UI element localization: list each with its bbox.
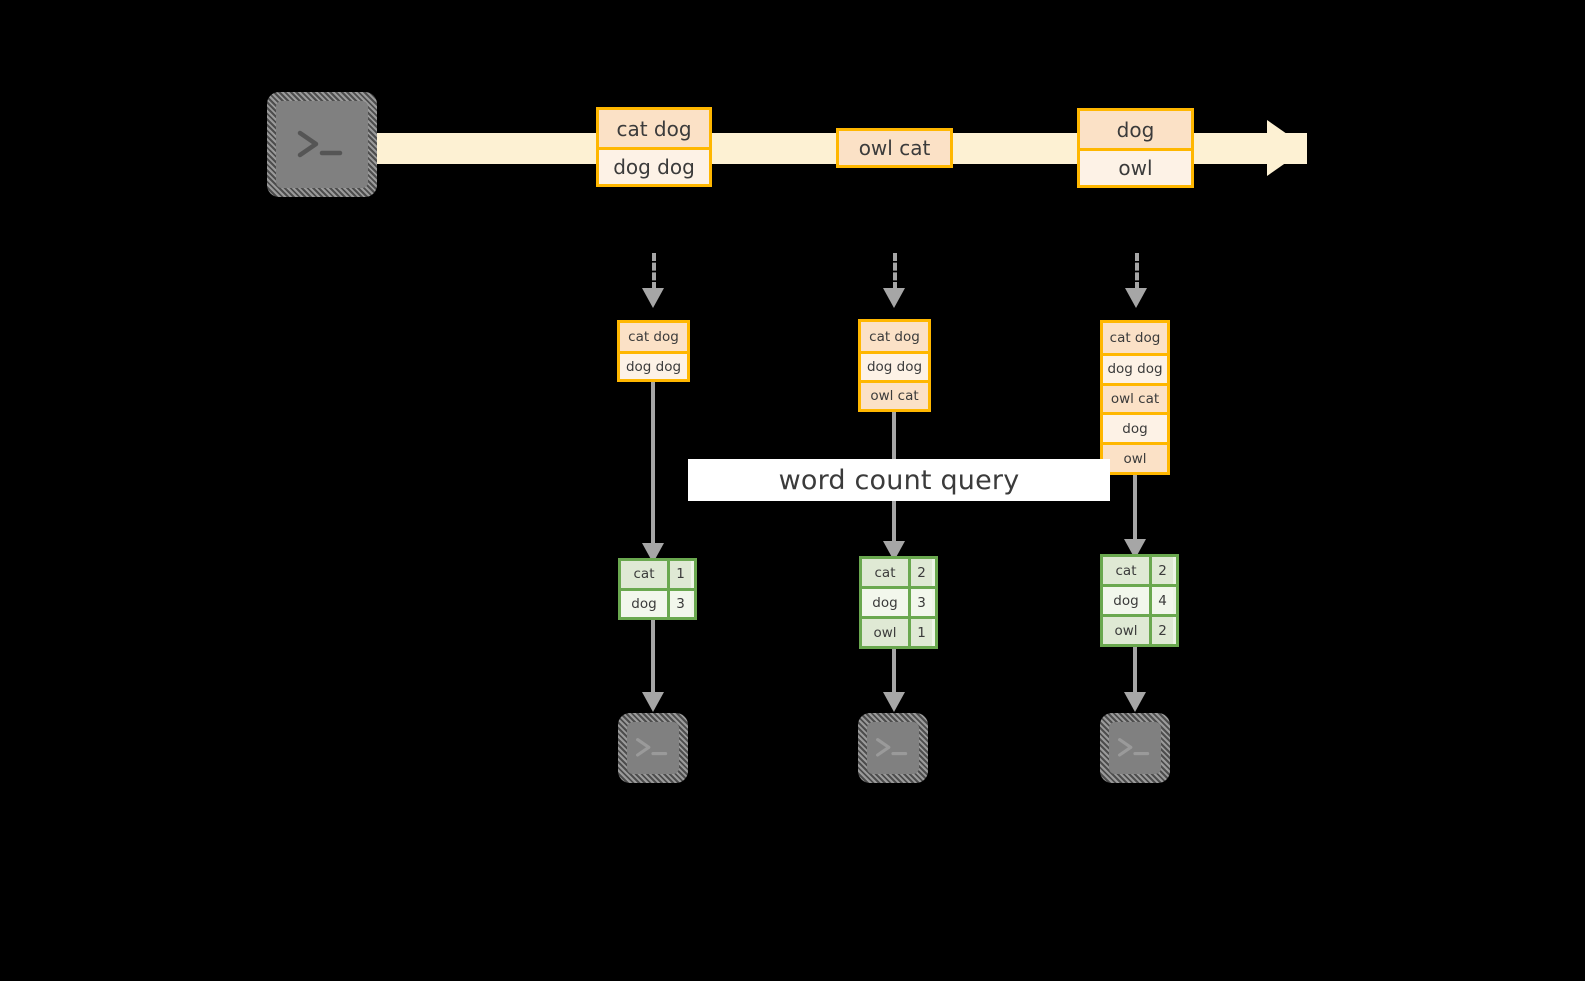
table-row: cat 2: [1103, 557, 1176, 584]
snapshot-record: owl cat: [1103, 382, 1167, 413]
snapshot-3-records[interactable]: cat dog dog dog owl cat dog owl: [1100, 320, 1170, 475]
consumer-terminal-3[interactable]: [1100, 713, 1170, 783]
snapshot-2-output-connector: [892, 649, 896, 695]
terminal-prompt-icon: [636, 738, 668, 757]
snapshot-1-query-connector: [651, 382, 655, 550]
consumer-terminal-2[interactable]: [858, 713, 928, 783]
terminal-prompt-icon: [876, 738, 908, 757]
table-cell-count: 4: [1149, 587, 1173, 614]
snapshot-1-output-arrowhead: [642, 692, 664, 712]
snapshot-3-output-connector: [1133, 647, 1137, 695]
table-row: dog 3: [862, 586, 935, 616]
query-label: word count query: [688, 459, 1110, 501]
table-cell-word: dog: [1103, 587, 1149, 614]
snapshot-1-output-connector: [651, 620, 655, 695]
producer-terminal[interactable]: [267, 92, 377, 197]
consumer-terminal-2-screen: [867, 722, 919, 774]
snapshot-record: cat dog: [620, 323, 687, 351]
stream-record-3[interactable]: dog owl: [1077, 108, 1194, 188]
table-cell-count: 2: [1149, 617, 1173, 644]
snapshot-1-result-table[interactable]: cat 1 dog 3: [618, 558, 697, 620]
snapshot-1-records[interactable]: cat dog dog dog: [617, 320, 690, 382]
record-line: dog: [1080, 111, 1191, 148]
snapshot-3-dashed-connector: [1135, 253, 1139, 290]
table-cell-count: 3: [667, 590, 691, 617]
snapshot-record: dog dog: [620, 351, 687, 379]
consumer-terminal-1[interactable]: [618, 713, 688, 783]
snapshot-2-dashed-connector: [893, 253, 897, 290]
table-cell-count: 3: [908, 589, 932, 616]
stream-arrow-head: [1267, 120, 1307, 176]
producer-terminal-screen: [276, 101, 368, 188]
record-line: owl: [1080, 148, 1191, 185]
snapshot-2-dashed-arrowhead: [883, 288, 905, 308]
table-row: cat 1: [621, 561, 694, 588]
snapshot-3-query-connector: [1133, 475, 1137, 547]
snapshot-record: dog: [1103, 412, 1167, 443]
table-cell-word: cat: [621, 561, 667, 588]
consumer-terminal-3-screen: [1109, 722, 1161, 774]
snapshot-3-output-arrowhead: [1124, 692, 1146, 712]
table-row: dog 3: [621, 587, 694, 617]
table-row: owl 1: [862, 616, 935, 646]
snapshot-record: dog dog: [1103, 352, 1167, 383]
snapshot-record: owl: [1103, 442, 1167, 472]
table-row: owl 2: [1103, 614, 1176, 644]
snapshot-3-dashed-arrowhead: [1125, 288, 1147, 308]
record-line: cat dog: [599, 110, 709, 147]
table-cell-word: dog: [862, 589, 908, 616]
table-cell-word: owl: [862, 619, 908, 646]
table-cell-count: 1: [908, 619, 932, 646]
table-cell-word: cat: [1103, 557, 1149, 584]
table-row: dog 4: [1103, 584, 1176, 614]
snapshot-2-output-arrowhead: [883, 692, 905, 712]
table-row: cat 2: [862, 559, 935, 586]
table-cell-count: 2: [1149, 557, 1173, 584]
table-cell-word: owl: [1103, 617, 1149, 644]
snapshot-1-dashed-connector: [652, 253, 656, 290]
snapshot-record: cat dog: [861, 322, 928, 351]
terminal-prompt-icon: [1118, 738, 1150, 757]
table-cell-count: 2: [908, 559, 932, 586]
snapshot-1-dashed-arrowhead: [642, 288, 664, 308]
record-line: dog dog: [599, 147, 709, 184]
snapshot-2-result-table[interactable]: cat 2 dog 3 owl 1: [859, 556, 938, 649]
record-line: owl cat: [839, 131, 950, 165]
table-cell-word: dog: [621, 590, 667, 617]
snapshot-record: cat dog: [1103, 323, 1167, 353]
snapshot-3-result-table[interactable]: cat 2 dog 4 owl 2: [1100, 554, 1179, 647]
stream-record-1[interactable]: cat dog dog dog: [596, 107, 712, 187]
table-cell-count: 1: [667, 561, 691, 588]
consumer-terminal-1-screen: [627, 722, 679, 774]
table-cell-word: cat: [862, 559, 908, 586]
snapshot-record: dog dog: [861, 351, 928, 380]
snapshot-record: owl cat: [861, 380, 928, 409]
snapshot-2-records[interactable]: cat dog dog dog owl cat: [858, 319, 931, 412]
terminal-prompt-icon: [297, 130, 343, 157]
stream-record-2[interactable]: owl cat: [836, 128, 953, 168]
